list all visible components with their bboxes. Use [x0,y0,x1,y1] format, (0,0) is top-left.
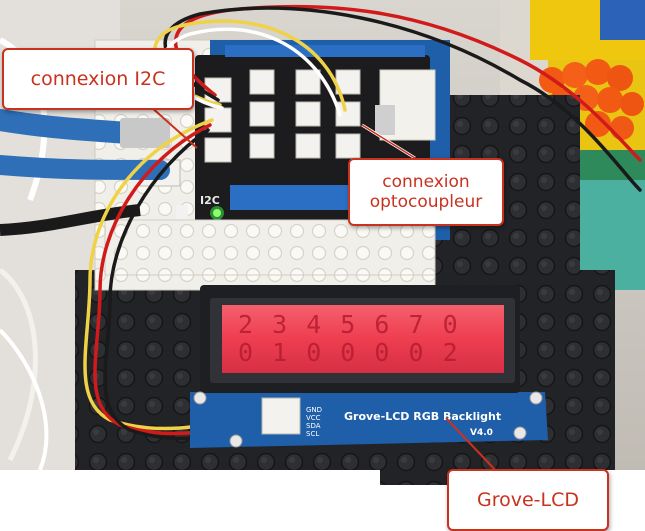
pin-gnd: GND [306,406,322,414]
callout-opto-line-1: connexion [382,171,470,192]
grove-wires [83,4,642,441]
callout-grove-lcd: Grove-LCD [447,469,609,531]
lcd-line-2: 0 1 0 0 0 0 2 [238,338,460,367]
i2c-marking: I2C [200,194,220,207]
lcd-version: V4.0 [470,428,493,438]
pin-vcc: VCC [306,414,321,422]
callout-lcd-label: Grove-LCD [476,488,579,511]
lcd-line-1: 2 3 4 5 6 7 0 [238,310,460,339]
led-indicator-icon [210,206,224,220]
lcd-screen [222,305,504,373]
callout-i2c-label: connexion I2C [30,67,166,90]
lcd-module-label: Grove-LCD RGB Backlight [344,410,501,423]
pin-sda: SDA [306,422,321,430]
callout-opto-line-2: optocoupleur [369,192,483,212]
callout-i2c-connection: connexion I2C [2,48,194,110]
lcd-grove-connector [261,397,301,435]
callout-optocoupler-connection: connexion optocoupleur [348,158,504,226]
pin-scl: SCL [306,430,319,438]
